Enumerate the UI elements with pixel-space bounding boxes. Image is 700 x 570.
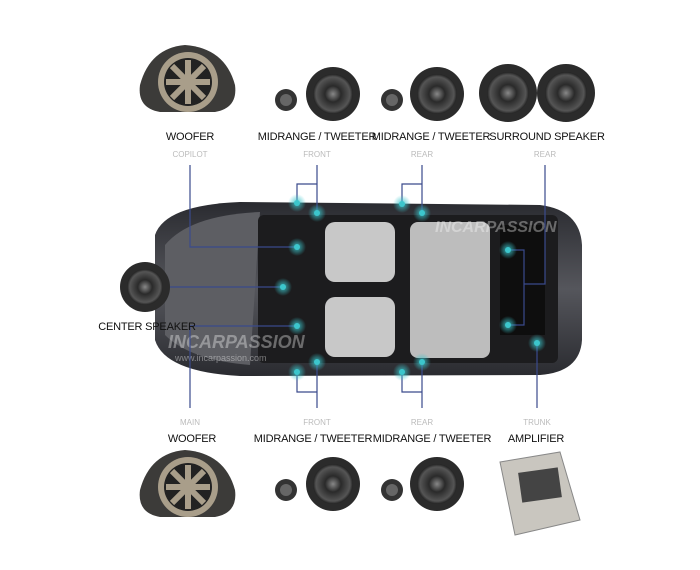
- label-front-midrange-top: MIDRANGE / TWEETER: [257, 131, 377, 143]
- watermark-brand-left: INCARPASSION: [168, 332, 306, 352]
- main-woofer-image: [139, 450, 236, 517]
- dot-rear-top: [393, 195, 431, 222]
- dot-main-woofer: [288, 317, 306, 335]
- dot-rear-bottom: [393, 353, 431, 381]
- dot-amplifier: [528, 334, 546, 352]
- sublabel-rear-bottom: REAR: [410, 418, 434, 427]
- dot-copilot-woofer: [288, 238, 306, 256]
- sublabel-front-bottom: FRONT: [303, 418, 331, 427]
- dot-front-bottom: [288, 353, 326, 381]
- sublabel-main: MAIN: [180, 418, 200, 427]
- sublabel-rear-top: REAR: [410, 150, 434, 159]
- label-surround-speaker: SURROUND SPEAKER: [489, 131, 605, 143]
- watermark-url: www.incarpassion.com: [174, 353, 267, 363]
- car-top-view: [155, 202, 582, 376]
- center-speaker-image: [120, 262, 170, 312]
- label-rear-midrange-top: MIDRANGE / TWEETER: [371, 131, 491, 143]
- dot-front-top: [288, 194, 326, 222]
- sublabel-trunk: TRUNK: [523, 418, 551, 427]
- label-center-speaker: CENTER SPEAKER: [98, 321, 196, 333]
- rear-midrange-tweeter-bottom-image: [381, 457, 464, 511]
- dot-center-speaker: [274, 278, 292, 296]
- sublabel-surround-rear: REAR: [533, 150, 557, 159]
- rear-midrange-tweeter-top-image: [381, 67, 464, 121]
- front-midrange-tweeter-top-image: [275, 67, 360, 121]
- amplifier-image: [499, 451, 581, 536]
- front-midrange-tweeter-bottom-image: [275, 457, 360, 511]
- speaker-location-dots: [274, 194, 546, 381]
- surround-speakers-image: [479, 64, 595, 122]
- copilot-woofer-image: [139, 45, 236, 112]
- dot-surround: [499, 241, 517, 334]
- sublabel-copilot: COPILOT: [172, 150, 208, 159]
- watermark-brand-right: INCARPASSION: [435, 219, 557, 236]
- label-amplifier: AMPLIFIER: [507, 433, 565, 445]
- label-rear-midrange-bottom: MIDRANGE / TWEETER: [372, 433, 492, 445]
- sublabel-front-top: FRONT: [303, 150, 331, 159]
- label-copilot-woofer: WOOFER: [165, 131, 215, 143]
- label-main-woofer: WOOFER: [167, 433, 217, 445]
- label-front-midrange-bottom: MIDRANGE / TWEETER: [253, 433, 373, 445]
